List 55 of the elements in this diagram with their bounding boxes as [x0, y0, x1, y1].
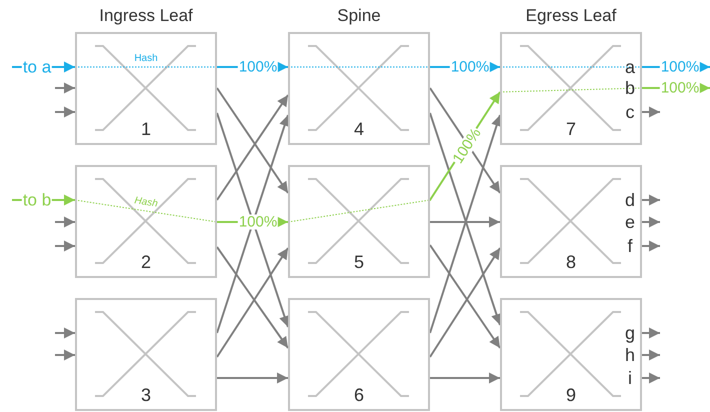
arrow [642, 328, 660, 338]
switch-box [288, 298, 430, 411]
switch-number: 2 [141, 253, 151, 271]
edge-label: 100% [238, 214, 278, 230]
port-label: i [628, 369, 632, 387]
hash-label: Hash [134, 54, 158, 64]
arrow [642, 350, 660, 360]
column-title: Spine [337, 6, 381, 26]
edge-label: 100% [660, 60, 700, 74]
port-label: f [628, 237, 632, 255]
arrow [55, 82, 75, 94]
port-label: e [625, 213, 635, 231]
switch-box [75, 165, 217, 278]
port-label: g [625, 324, 635, 342]
port-label: h [625, 346, 635, 364]
arrow [55, 350, 75, 360]
hash-label: Hash [134, 196, 158, 210]
arrow [642, 240, 660, 252]
switch-number: 1 [141, 120, 151, 138]
switch-box [75, 298, 217, 411]
arrow [642, 194, 660, 206]
arrow [217, 372, 288, 384]
port-label: b [625, 79, 635, 97]
edge-label: 100% [238, 60, 278, 74]
switch-box [288, 32, 430, 145]
arrow [642, 372, 660, 384]
switch-number: 7 [566, 120, 576, 138]
switch-box [500, 165, 642, 278]
switch-box [288, 165, 430, 278]
arrow [55, 106, 75, 118]
edge-label: to b [22, 192, 52, 208]
column-title: Ingress Leaf [99, 6, 193, 26]
arrow [55, 328, 75, 338]
switch-box [500, 32, 642, 145]
switch-box [500, 298, 642, 411]
switch-number: 5 [354, 253, 364, 271]
arrow [642, 106, 660, 118]
port-label: c [626, 103, 634, 121]
arrow [55, 216, 75, 228]
switch-number: 8 [566, 253, 576, 271]
arrow [430, 372, 500, 384]
arrow [55, 240, 75, 252]
arrow [642, 216, 660, 228]
port-label: d [625, 191, 635, 209]
column-title: Egress Leaf [526, 6, 616, 26]
edge-label: to a [22, 58, 52, 76]
edge-label: 100% [450, 60, 490, 74]
switch-number: 9 [566, 386, 576, 404]
switch-box [75, 32, 217, 145]
switch-number: 4 [354, 120, 364, 138]
arrow [430, 216, 500, 228]
switch-number: 3 [141, 386, 151, 404]
edge-label: 100% [660, 80, 700, 96]
port-label: a [625, 58, 635, 76]
switch-number: 6 [354, 386, 364, 404]
